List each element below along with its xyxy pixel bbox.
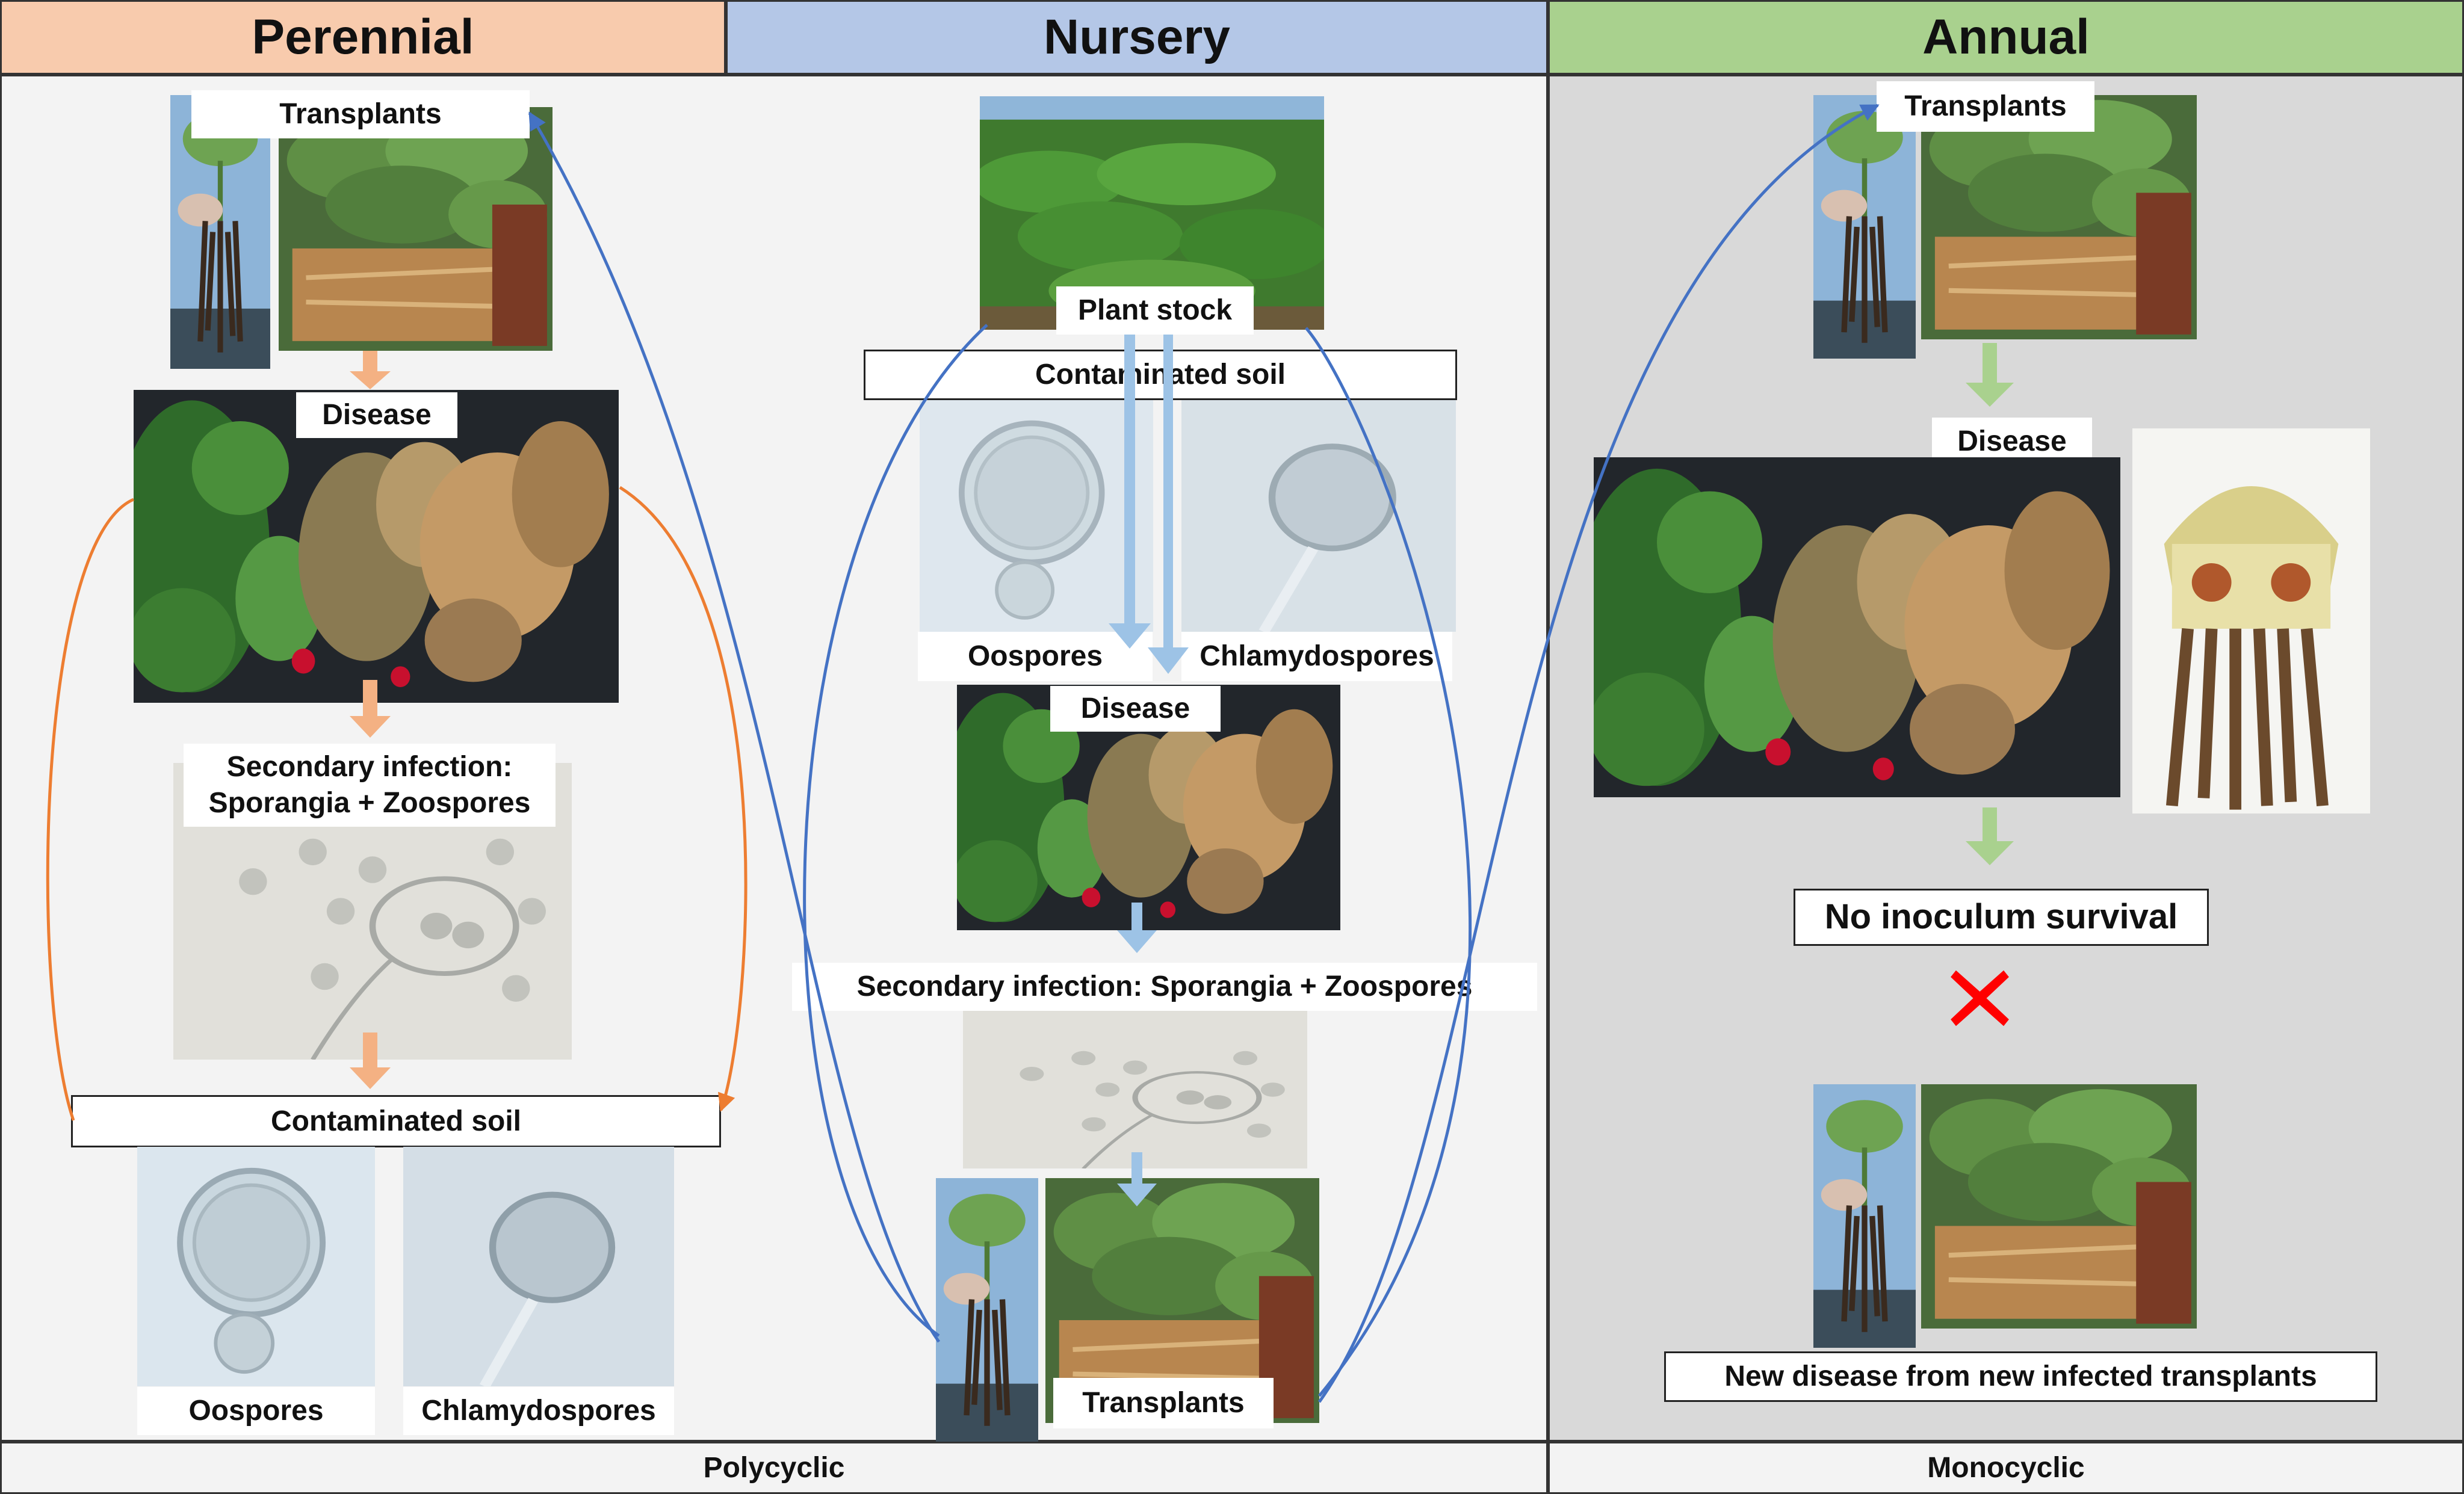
annual-arrow-2 — [1966, 807, 2014, 865]
nursery-cycle-left — [803, 324, 988, 1338]
perennial-transplants-return-arc — [528, 111, 941, 1343]
nursery-arrow-3 — [1148, 335, 1189, 674]
perennial-transplants-label: Transplants — [191, 90, 530, 138]
nursery-arrow-5 — [1117, 1152, 1157, 1206]
header-perennial: Perennial — [0, 0, 726, 75]
annual-no-inoculum-label: No inoculum survival — [1794, 889, 2209, 946]
perennial-oospores-label: Oospores — [137, 1387, 375, 1435]
footer-polycyclic: Polycyclic — [0, 1442, 1548, 1494]
annual-transplants-label: Transplants — [1877, 81, 2094, 132]
nursery-arrow-4 — [1117, 903, 1157, 953]
annual-arrow-1 — [1966, 343, 2014, 407]
perennial-contaminated-soil-label: Contaminated soil — [71, 1095, 721, 1147]
perennial-disease-label: Disease — [296, 392, 457, 438]
nursery-chlamydospores-label: Chlamydospores — [1181, 632, 1452, 681]
annual-transplants-arc — [1317, 103, 1880, 1403]
nursery-cycle-right — [1305, 327, 1472, 1397]
nursery-secondary-infection-label: Secondary infection: Sporangia + Zoospor… — [792, 963, 1537, 1011]
perennial-cycle-left — [46, 498, 135, 1121]
header-annual: Annual — [1548, 0, 2464, 75]
nursery-transplants-label: Transplants — [1053, 1378, 1274, 1428]
perennial-arrow-1 — [350, 351, 391, 389]
nursery-arrow-1 — [1109, 335, 1151, 649]
nursery-plant-stock-label: Plant stock — [1056, 286, 1254, 335]
perennial-cycle-right — [619, 486, 748, 1112]
perennial-arrow-3 — [350, 1033, 391, 1089]
perennial-chlamydospores-label: Chlamydospores — [403, 1387, 674, 1435]
nursery-oospores-label: Oospores — [918, 632, 1153, 681]
annual-new-disease-label: New disease from new infected transplant… — [1664, 1351, 2377, 1402]
nursery-contaminated-soil-label: Contaminated soil — [864, 350, 1457, 400]
header-nursery: Nursery — [726, 0, 1548, 75]
perennial-secondary-infection-label: Secondary infection: Sporangia + Zoospor… — [184, 744, 556, 827]
perennial-arrow-2 — [350, 680, 391, 738]
cross-icon — [1951, 970, 2009, 1026]
footer-monocyclic: Monocyclic — [1548, 1442, 2464, 1494]
nursery-disease-label: Disease — [1050, 686, 1221, 732]
